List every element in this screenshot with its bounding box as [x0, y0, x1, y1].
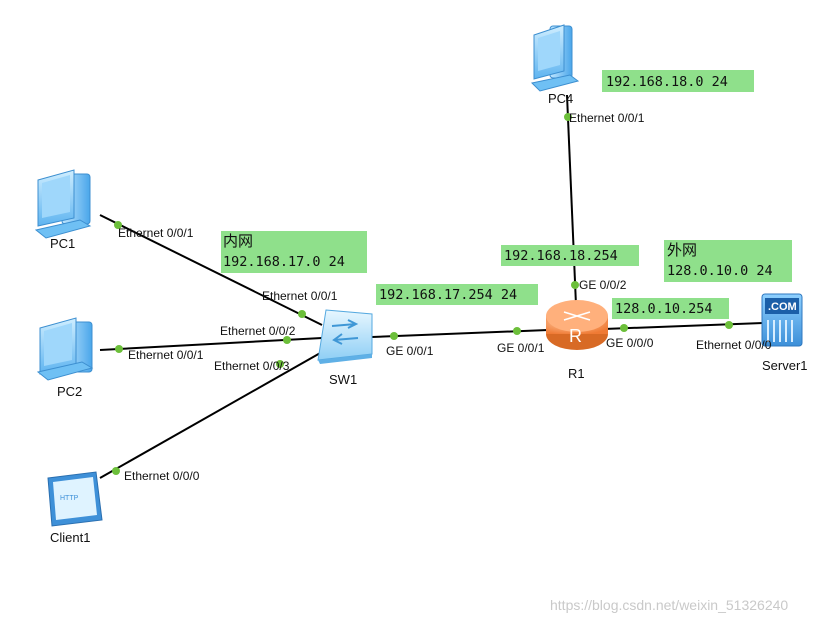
- r1-ge1-label: GE 0/0/1: [497, 341, 545, 355]
- inner-network-title: 内网: [223, 232, 253, 250]
- outer-network-label: 128.0.10.0 24: [667, 263, 773, 279]
- ip-box-r1-ge0: [612, 298, 729, 319]
- port-dot-sw1-eth2: [283, 336, 291, 344]
- pc1-port-label: Ethernet 0/0/1: [118, 226, 194, 240]
- link-sw1-r1: [371, 329, 549, 338]
- r1-ge2-ip-label: 192.168.18.254: [504, 248, 618, 264]
- pc2-port-label: Ethernet 0/0/1: [128, 348, 204, 362]
- sw1-eth1-label: Ethernet 0/0/1: [262, 289, 338, 303]
- link-r1-server1: [603, 322, 765, 330]
- link-client1-sw1: [99, 351, 323, 479]
- outer-network-title: 外网: [667, 241, 697, 259]
- pc2-device[interactable]: [36, 317, 94, 381]
- server1-device[interactable]: .COM: [761, 293, 803, 347]
- r1-ge0-ip-label: 128.0.10.254: [615, 301, 713, 317]
- server1-port-label: Ethernet 0/0/0: [696, 338, 772, 352]
- server1-label: Server1: [762, 358, 808, 373]
- sw1-label: SW1: [329, 372, 357, 387]
- port-dot-server1: [725, 321, 733, 329]
- port-dots: [112, 113, 733, 475]
- ip-box-outer: [664, 240, 792, 282]
- ip-box-pc4-net: [602, 70, 754, 92]
- sw1-eth3-label: Ethernet 0/0/3: [214, 359, 290, 373]
- router-letter: R: [569, 326, 582, 346]
- port-dot-sw1-ge: [390, 332, 398, 340]
- port-dot-pc4: [564, 113, 572, 121]
- pc4-device[interactable]: [530, 24, 580, 92]
- server-screen-text: .COM: [768, 301, 797, 313]
- sw1-ge-label: GE 0/0/1: [386, 344, 434, 358]
- pc4-label: PC4: [548, 91, 573, 106]
- client-screen-text: HTTP: [60, 495, 79, 502]
- r1-ge1-ip-label: 192.168.17.254 24: [379, 287, 517, 303]
- link-pc4-r1: [566, 94, 577, 306]
- r1-ge0-label: GE 0/0/0: [606, 336, 654, 350]
- r1-ge2-label: GE 0/0/2: [579, 278, 627, 292]
- port-dot-r1-ge0: [620, 324, 628, 332]
- r1-device[interactable]: R: [546, 300, 608, 350]
- link-pc1-sw1: [99, 214, 323, 326]
- port-dot-r1-ge1: [513, 327, 521, 335]
- client1-label: Client1: [50, 530, 90, 545]
- client1-port-label: Ethernet 0/0/0: [124, 469, 200, 483]
- watermark: https://blog.csdn.net/weixin_51326240: [550, 597, 788, 613]
- ip-boxes: [221, 70, 792, 319]
- links: [99, 94, 765, 479]
- ip-box-r1-ge2: [501, 245, 639, 266]
- port-dot-sw1-eth3: [276, 360, 284, 368]
- inner-network-label: 192.168.17.0 24: [223, 254, 345, 270]
- pc4-network-label: 192.168.18.0 24: [606, 74, 728, 90]
- client1-device[interactable]: HTTP: [47, 471, 103, 527]
- port-dot-pc2: [115, 345, 123, 353]
- pc1-label: PC1: [50, 236, 75, 251]
- port-dot-sw1-eth1: [298, 310, 306, 318]
- port-dot-client1: [112, 467, 120, 475]
- pc4-port-label: Ethernet 0/0/1: [569, 111, 645, 125]
- r1-label: R1: [568, 366, 585, 381]
- ip-box-r1-ge1: [376, 284, 538, 305]
- sw1-device[interactable]: [317, 309, 373, 364]
- port-dot-pc1: [114, 221, 122, 229]
- sw1-eth2-label: Ethernet 0/0/2: [220, 324, 296, 338]
- port-dot-r1-ge2: [571, 281, 579, 289]
- pc2-label: PC2: [57, 384, 82, 399]
- ip-box-inner: [221, 231, 367, 273]
- pc1-device[interactable]: [34, 169, 92, 239]
